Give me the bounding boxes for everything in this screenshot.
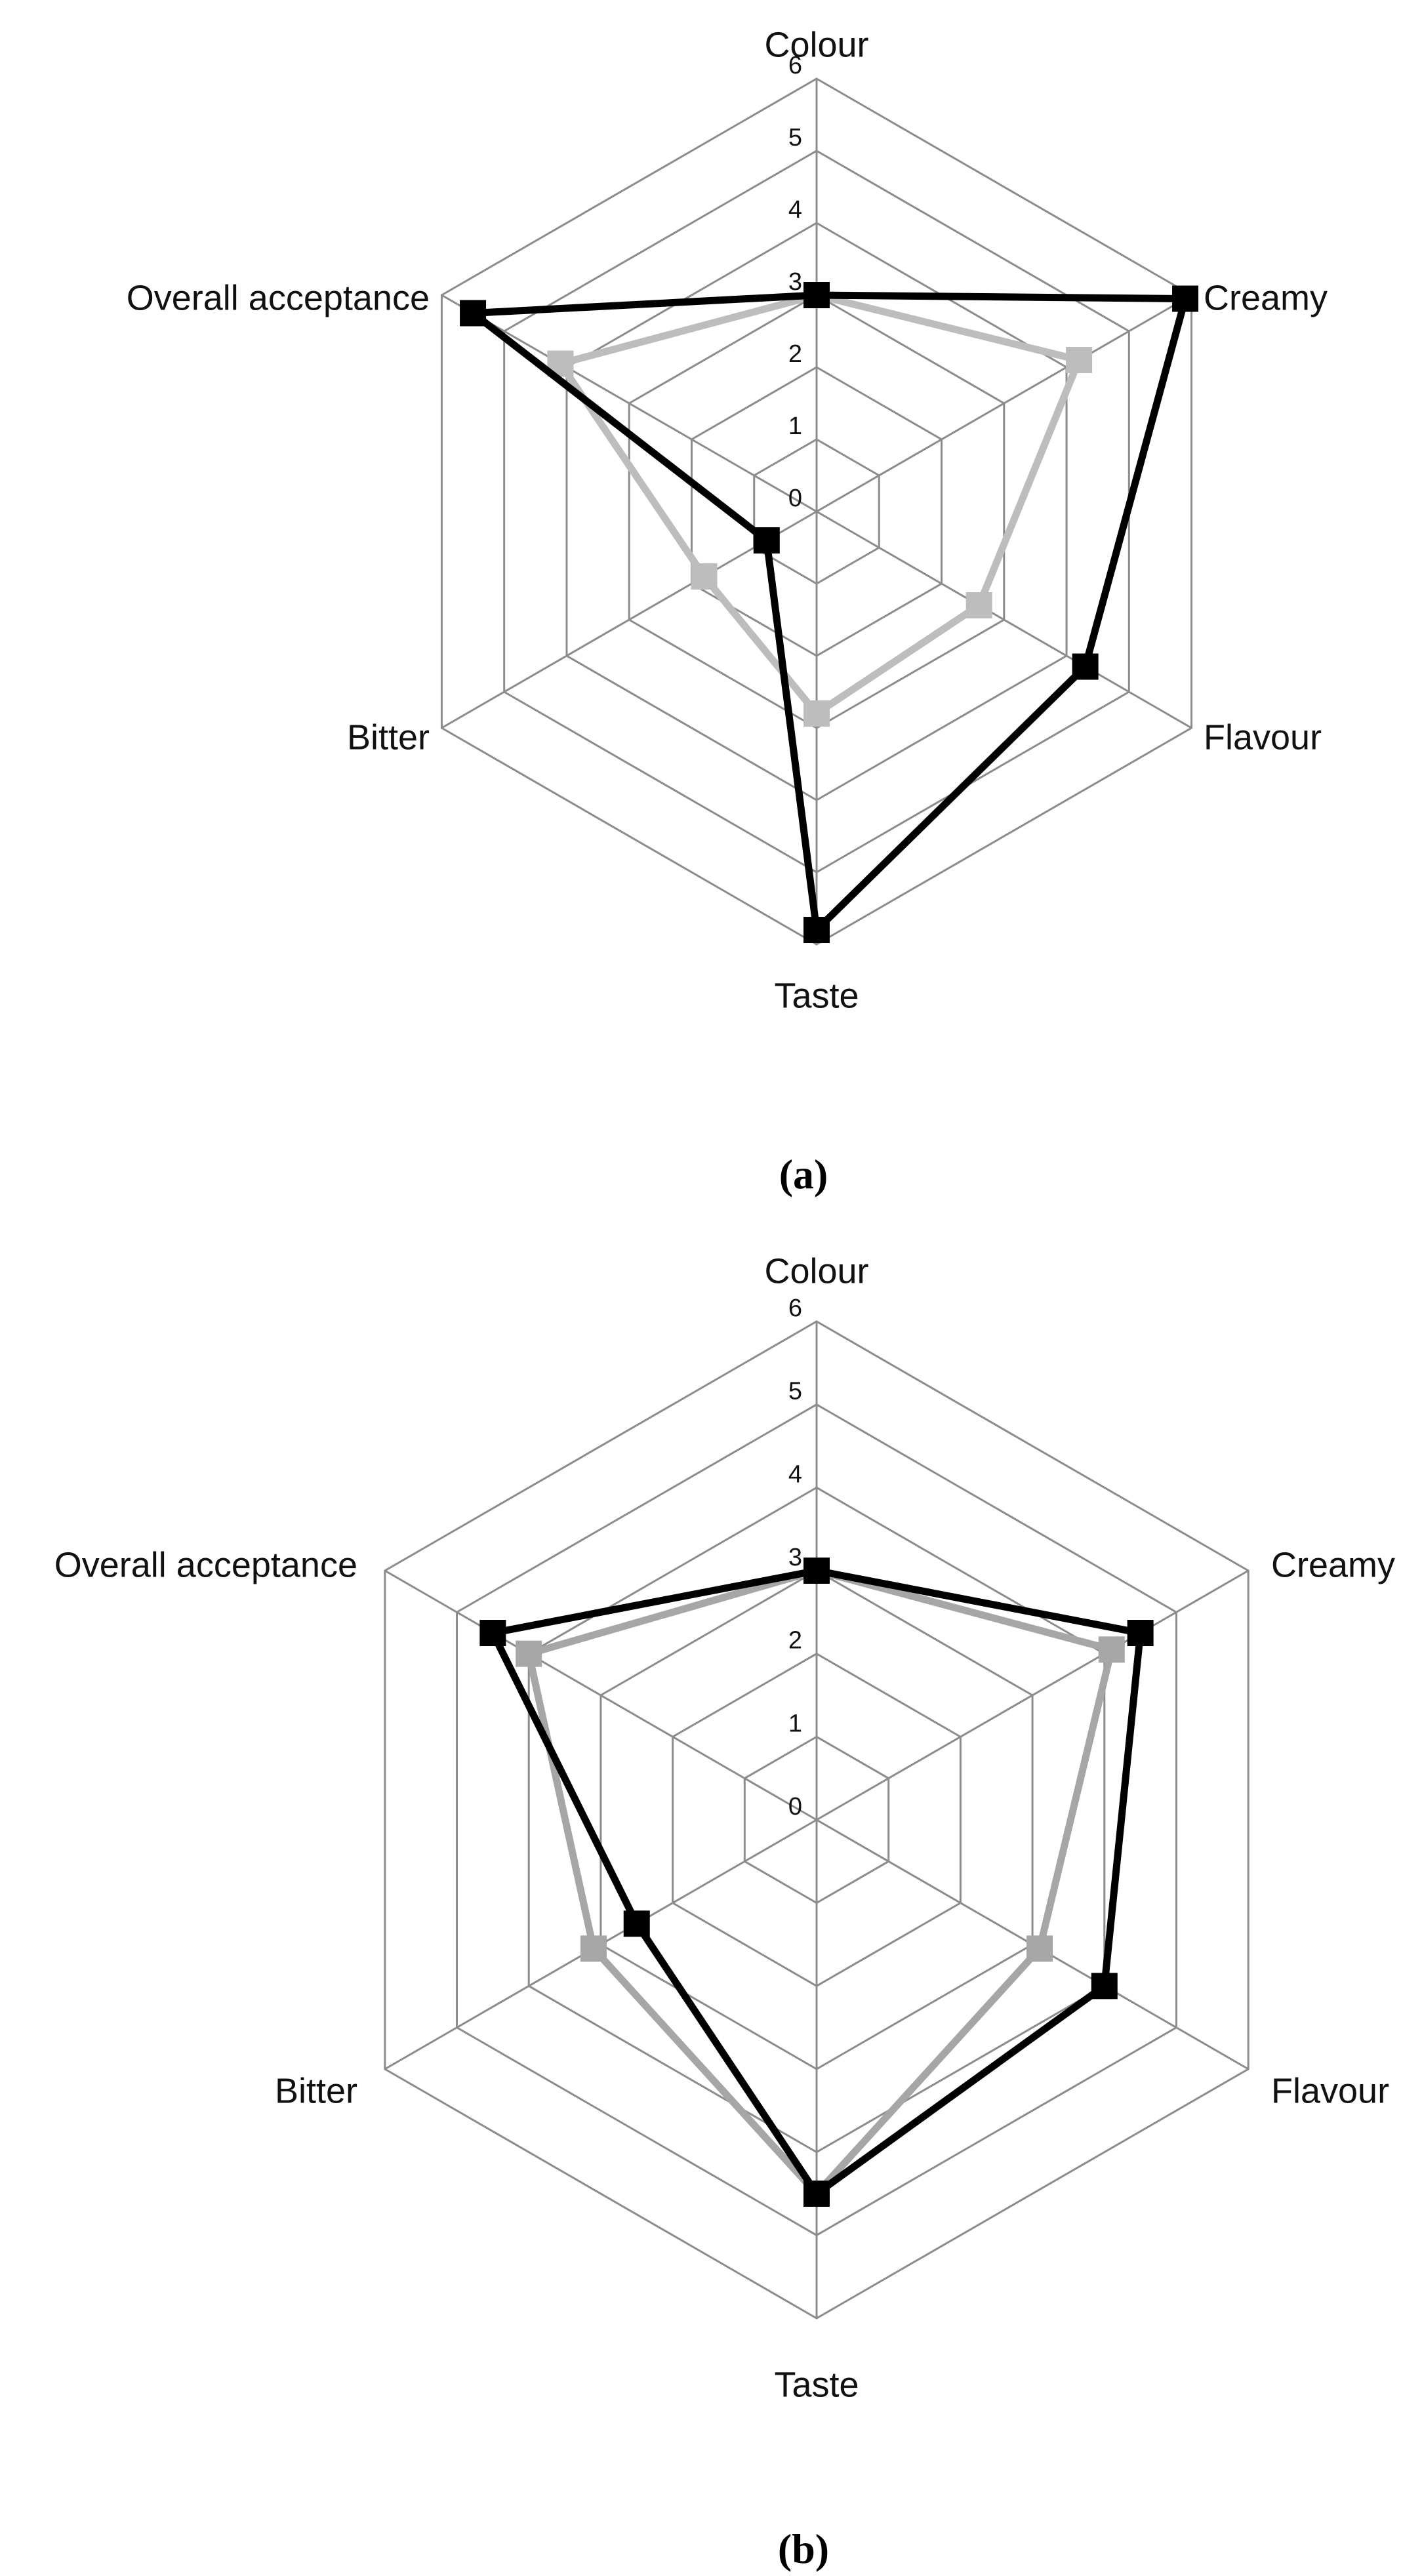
data-point-marker <box>691 563 718 590</box>
axis-label: Creamy <box>1271 1545 1395 1584</box>
axis-spoke <box>816 510 1192 729</box>
data-point-marker <box>1066 347 1093 373</box>
tick-label: 2 <box>788 1627 802 1655</box>
tick-label: 1 <box>788 1710 802 1737</box>
data-point-marker <box>623 1910 650 1937</box>
tick-label: 6 <box>788 52 802 79</box>
tick-label: 3 <box>788 1544 802 1571</box>
tick-label: 0 <box>788 485 802 512</box>
data-point-marker <box>479 1620 506 1646</box>
axis-spoke <box>816 294 1192 513</box>
tick-label: 4 <box>788 1460 802 1488</box>
data-point-marker <box>803 1558 830 1584</box>
axis-label: Bitter <box>347 717 430 757</box>
tick-label: 5 <box>788 124 802 151</box>
axis-label: Flavour <box>1271 2071 1389 2110</box>
axis-spoke <box>816 1569 1249 1821</box>
axis-label: Bitter <box>275 2071 357 2110</box>
axis-label: Taste <box>774 976 859 1015</box>
data-point-marker <box>1026 1935 1053 1962</box>
tick-label: 4 <box>788 196 802 224</box>
axis-label: Overall acceptance <box>127 278 430 317</box>
data-point-marker <box>753 527 780 553</box>
data-point-marker <box>580 1935 607 1962</box>
tick-label: 0 <box>788 1793 802 1821</box>
axis-label: Flavour <box>1204 717 1322 757</box>
axis-label: Colour <box>764 1251 868 1291</box>
data-point-marker <box>1091 1973 1118 2000</box>
axis-label: Overall acceptance <box>54 1545 357 1584</box>
data-point-marker <box>803 282 830 308</box>
data-point-marker <box>803 700 830 727</box>
data-point-marker <box>1072 653 1099 680</box>
tick-label: 3 <box>788 268 802 296</box>
data-point-marker <box>965 592 992 618</box>
tick-label: 6 <box>788 1295 802 1322</box>
data-point-marker <box>803 917 830 943</box>
data-point-marker <box>516 1640 542 1667</box>
data-point-marker <box>803 2181 830 2207</box>
axis-label: Taste <box>774 2365 859 2404</box>
axis-spoke <box>441 294 817 513</box>
data-point-marker <box>1098 1636 1125 1663</box>
tick-label: 1 <box>788 413 802 440</box>
data-point-marker <box>1172 285 1199 312</box>
panel-label: (b) <box>778 2526 829 2572</box>
axis-label: Creamy <box>1204 278 1328 317</box>
data-point-marker <box>1127 1620 1154 1646</box>
axis-label: Colour <box>764 25 868 64</box>
data-point-marker <box>460 300 487 327</box>
tick-label: 2 <box>788 340 802 368</box>
series-line-1 <box>556 291 1083 717</box>
axis-spoke <box>384 1569 817 1821</box>
tick-label: 5 <box>788 1378 802 1405</box>
panel-label: (a) <box>779 1151 828 1197</box>
